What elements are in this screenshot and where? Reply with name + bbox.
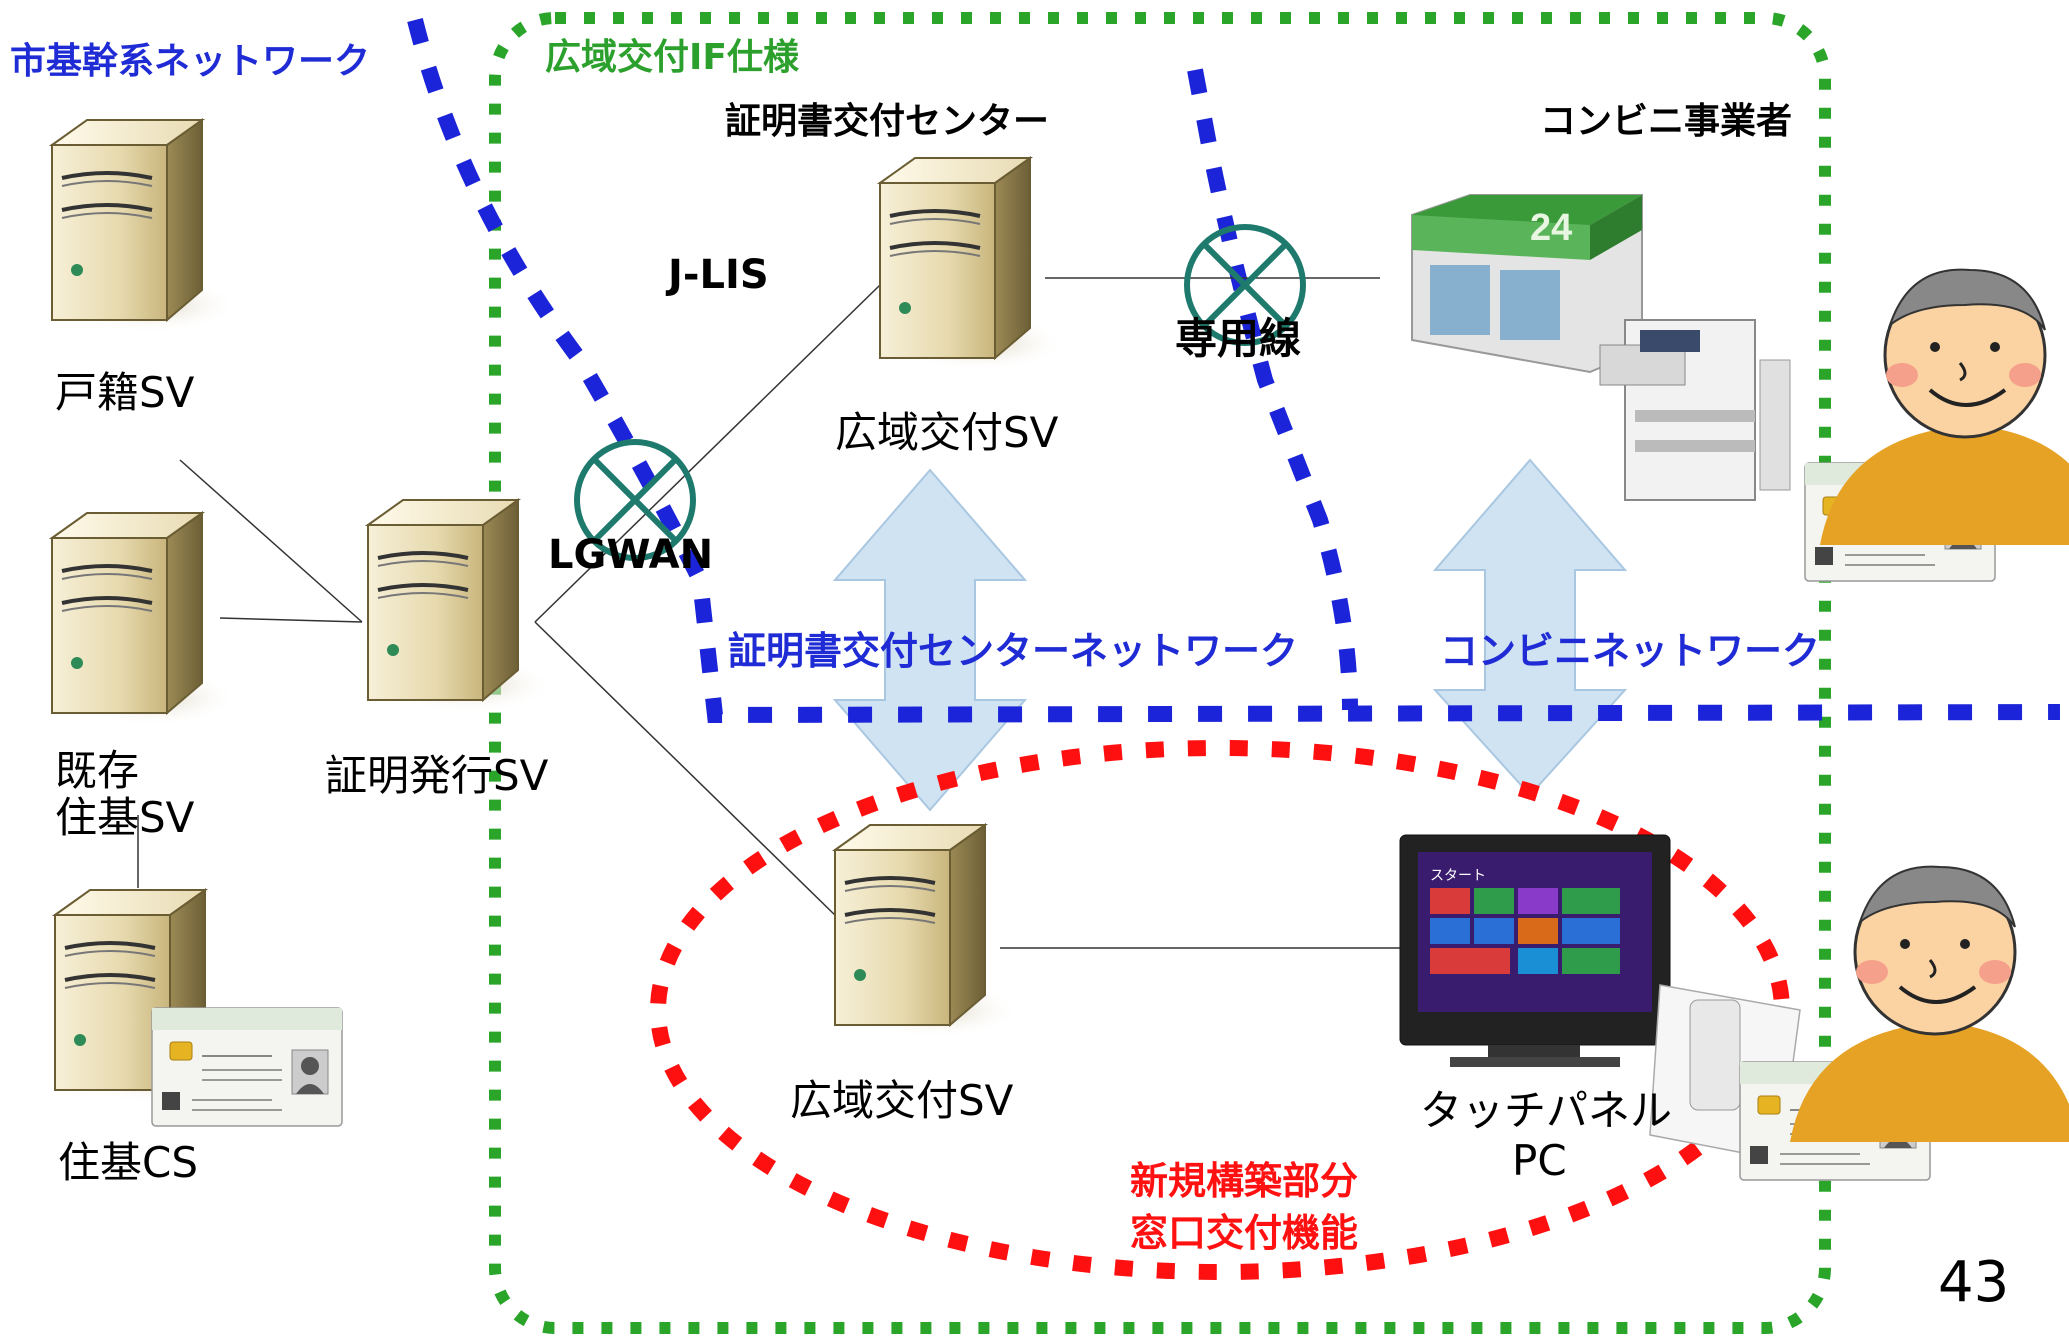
cert-center-label: 証明書交付センター	[725, 101, 1050, 142]
juki-cs-label: 住基CS	[58, 1138, 198, 1187]
server-icon	[50, 511, 239, 728]
wide-area-if-label: 広域交付IF仕様	[545, 37, 799, 78]
cert-center-network-label: 証明書交付センターネットワーク	[728, 629, 1299, 673]
sync-arrow-right	[1432, 458, 1628, 797]
citizen-person-icon	[1788, 864, 2069, 1144]
convenience-network-label: コンビニネットワーク	[1440, 629, 1821, 673]
svg-text:24: 24	[1530, 207, 1572, 249]
jlis-label: J-LIS	[668, 252, 769, 298]
dedicated-line-label: 専用線	[1175, 314, 1302, 363]
connection-lines	[137, 277, 1400, 949]
convenience-store-icon: 24	[1411, 194, 1643, 374]
touch-panel-pc-label: PC	[1512, 1136, 1567, 1185]
koseki-server-label: 戸籍SV	[55, 368, 195, 417]
cert-issue-server-label: 証明発行SV	[325, 751, 549, 800]
citizen-person-icon	[1818, 267, 2069, 547]
id-card-icon	[151, 1007, 343, 1127]
touch-panel-monitor-icon	[1399, 834, 1671, 1067]
convenience-network-boundary	[1187, 68, 1358, 711]
lgwan-label: LGWAN	[548, 532, 714, 578]
kiosk-screen-title: スタート	[1430, 867, 1486, 883]
page-number: 43	[1938, 1250, 2010, 1315]
wide-area-if-boundary	[489, 12, 1831, 1334]
city-network-label: 市基幹系ネットワーク	[10, 41, 371, 82]
wide-area-local-server-label: 広域交付SV	[790, 1076, 1014, 1125]
window-issue-label: 窓口交付機能	[1130, 1211, 1359, 1255]
server-icon	[366, 498, 555, 715]
existing-juki-label: 既存	[55, 746, 140, 795]
server-icon	[50, 118, 239, 335]
juki-server-label: 住基SV	[55, 793, 195, 842]
touch-panel-label: タッチパネル	[1420, 1086, 1673, 1135]
wide-area-center-server-label: 広域交付SV	[835, 408, 1059, 457]
new-build-label: 新規構築部分	[1130, 1159, 1359, 1203]
convenience-operator-label: コンビニ事業者	[1540, 101, 1793, 142]
multifunction-printer-icon	[1599, 319, 1791, 501]
sync-arrow-left	[832, 468, 1028, 812]
server-icon	[878, 156, 1067, 373]
server-icon	[833, 823, 1022, 1040]
city-network-boundary	[407, 18, 2061, 724]
